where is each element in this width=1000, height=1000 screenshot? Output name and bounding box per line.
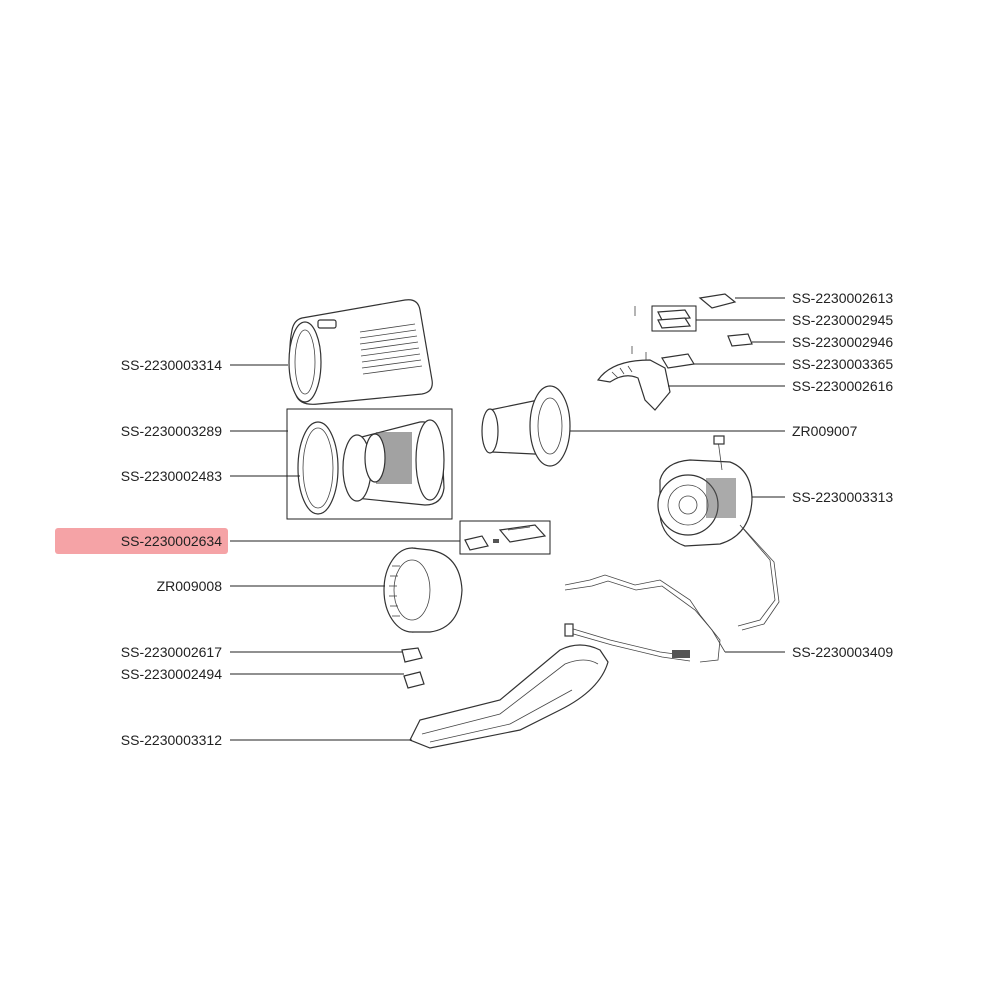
filter-assembly-part[interactable] [297, 419, 445, 515]
label-ss-2230003313[interactable]: SS-2230003313 [792, 489, 893, 505]
leader-lines [230, 297, 785, 741]
button-part-2946[interactable] [727, 333, 753, 347]
latch-part[interactable] [464, 524, 547, 551]
label-ss-2230002945[interactable]: SS-2230002945 [792, 312, 893, 328]
latch-box [459, 520, 551, 555]
clip-part-b[interactable] [403, 671, 425, 689]
top-cover-part[interactable] [596, 359, 671, 411]
label-ss-2230002634[interactable]: SS-2230002634 [121, 533, 222, 549]
left-labels: SS-2230003314 SS-2230003289 SS-223000248… [121, 357, 222, 748]
button-part-2613[interactable] [698, 293, 737, 309]
motor-part[interactable] [657, 435, 753, 547]
filter-assembly-box [286, 408, 453, 520]
label-ss-2230002494[interactable]: SS-2230002494 [121, 666, 222, 682]
button-part-2945[interactable] [657, 309, 692, 329]
label-highlight [55, 528, 228, 554]
label-ss-2230003314[interactable]: SS-2230003314 [121, 357, 222, 373]
dust-container-part[interactable] [288, 299, 433, 405]
pleated-filter-part[interactable] [383, 547, 463, 633]
cyclone-cup-part[interactable] [481, 385, 571, 467]
label-ss-2230002617[interactable]: SS-2230002617 [121, 644, 222, 660]
right-labels: SS-2230002613 SS-2230002945 SS-223000294… [792, 290, 893, 660]
wiring-harness-part[interactable] [564, 524, 780, 663]
label-ss-2230003365[interactable]: SS-2230003365 [792, 356, 893, 372]
screw-icon [631, 306, 647, 360]
handle-frame-part[interactable] [409, 644, 609, 749]
button-group-box [651, 305, 697, 332]
label-ss-2230003409[interactable]: SS-2230003409 [792, 644, 893, 660]
label-ss-2230003289[interactable]: SS-2230003289 [121, 423, 222, 439]
label-ss-2230002483[interactable]: SS-2230002483 [121, 468, 222, 484]
label-zr009007[interactable]: ZR009007 [792, 423, 858, 439]
switch-part-3365[interactable] [661, 353, 695, 369]
label-ss-2230002946[interactable]: SS-2230002946 [792, 334, 893, 350]
label-zr009008[interactable]: ZR009008 [157, 578, 223, 594]
label-ss-2230002613[interactable]: SS-2230002613 [792, 290, 893, 306]
label-ss-2230002616[interactable]: SS-2230002616 [792, 378, 893, 394]
clip-part-a[interactable] [401, 647, 423, 663]
label-ss-2230003312[interactable]: SS-2230003312 [121, 732, 222, 748]
